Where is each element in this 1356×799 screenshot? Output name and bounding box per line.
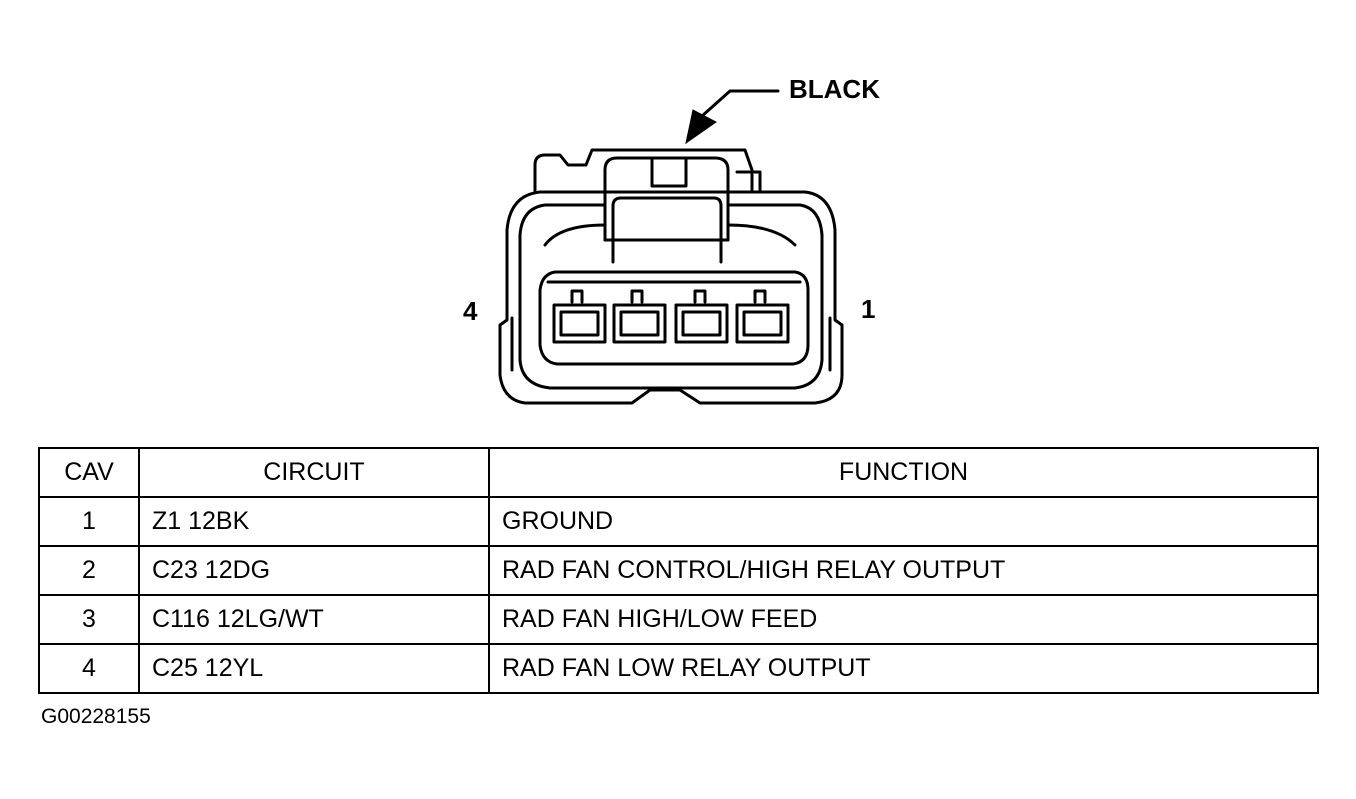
table-row: 2 C23 12DG RAD FAN CONTROL/HIGH RELAY OU… <box>38 545 1319 596</box>
circuit-cell: Z1 12BK <box>138 496 490 547</box>
cavity-3 <box>612 303 667 344</box>
table-row: 3 C116 12LG/WT RAD FAN HIGH/LOW FEED <box>38 594 1319 645</box>
cavity-1 <box>735 303 790 344</box>
callout-label: BLACK <box>789 74 880 104</box>
figure-id: G00228155 <box>41 705 151 728</box>
cavity-block <box>538 270 810 366</box>
connector-latch <box>533 148 762 264</box>
cav-cell: 2 <box>38 545 140 596</box>
circuit-cell: C23 12DG <box>138 545 490 596</box>
function-cell: RAD FAN CONTROL/HIGH RELAY OUTPUT <box>488 545 1319 596</box>
connector-diagram: BLACK 4 1 <box>463 74 880 405</box>
table-header-row: CAV CIRCUIT FUNCTION <box>38 447 1319 498</box>
terminal-latches <box>570 289 767 304</box>
circuit-cell: C25 12YL <box>138 643 490 694</box>
connector-housing <box>498 190 844 405</box>
function-cell: RAD FAN LOW RELAY OUTPUT <box>488 643 1319 694</box>
cav-cell: 4 <box>38 643 140 694</box>
circuit-cell: C116 12LG/WT <box>138 594 490 645</box>
function-cell: GROUND <box>488 496 1319 547</box>
terminal-cavities <box>552 303 790 344</box>
pin-label-left: 4 <box>463 296 478 326</box>
cavity-2 <box>674 303 729 344</box>
cavity-4 <box>552 303 607 344</box>
callout-arrowhead <box>685 109 717 145</box>
cav-cell: 3 <box>38 594 140 645</box>
function-cell: RAD FAN HIGH/LOW FEED <box>488 594 1319 645</box>
header-circuit: CIRCUIT <box>138 447 490 498</box>
header-function: FUNCTION <box>488 447 1319 498</box>
table-row: 4 C25 12YL RAD FAN LOW RELAY OUTPUT <box>38 643 1319 694</box>
cav-cell: 1 <box>38 496 140 547</box>
connector-face <box>518 203 824 390</box>
table-row: 1 Z1 12BK GROUND <box>38 496 1319 547</box>
cavity-table: CAV CIRCUIT FUNCTION 1 Z1 12BK GROUND 2 … <box>38 447 1319 694</box>
pin-label-right: 1 <box>861 294 875 324</box>
header-cav: CAV <box>38 447 140 498</box>
callout-leader <box>700 89 780 118</box>
